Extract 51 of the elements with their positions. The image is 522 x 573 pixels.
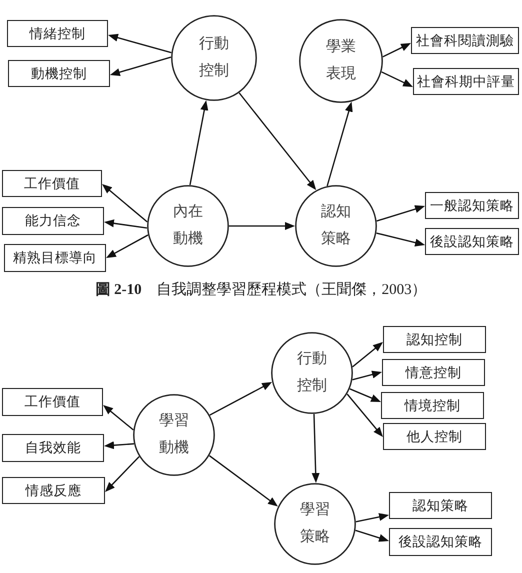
arrow [210,382,272,416]
text-box: 精熟目標導向 [4,244,106,272]
concept-circle: 認知策略 [295,185,377,267]
text-box: 情境控制 [381,392,484,419]
text-box: 認知策略 [389,492,492,519]
arrow [104,441,134,450]
arrow [382,43,411,58]
arrow [189,100,208,186]
figure-caption: 圖 2-10 自我調整學習歷程模式（王聞傑，2003） [94,280,428,299]
arrow [326,102,353,186]
text-box: 動機控制 [8,60,110,87]
concept-circle: 學習動機 [133,394,215,476]
text-box: 工作價值 [2,170,102,197]
arrow [312,414,320,483]
text-box: 後設認知策略 [389,528,492,556]
arrow [376,205,425,222]
arrow [110,56,172,76]
arrow [229,222,295,230]
text-box: 情意控制 [382,359,485,386]
text-box: 社會科期中評量 [413,68,519,95]
arrow [352,342,383,368]
concept-circle: 內在動機 [147,185,229,267]
text-box: 社會科閱讀測驗 [411,27,519,54]
text-box: 工作價值 [2,388,103,416]
arrow [381,71,413,87]
arrow [352,370,382,380]
concept-circle: 行動控制 [171,15,257,101]
arrow [209,455,278,506]
text-box: 自我效能 [2,434,104,462]
concept-circle: 學業表現 [299,19,383,103]
arrow [355,530,389,542]
concept-circle: 行動控制 [271,332,353,414]
arrow [346,394,383,438]
text-box: 他人控制 [383,423,486,450]
concept-circle: 學習策略 [274,483,356,565]
text-box: 一般認知策略 [425,192,519,219]
arrow [108,34,172,54]
text-box: 後設認知策略 [425,228,519,255]
arrow [376,232,426,247]
arrow [103,404,134,430]
text-box: 情感反應 [2,477,105,504]
text-box: 情緒控制 [7,20,108,47]
arrow [238,92,316,190]
arrow [356,513,390,522]
arrow [104,219,148,229]
text-box: 能力信念 [2,207,104,235]
arrow [350,388,381,402]
arrow [105,456,140,492]
text-box: 認知控制 [383,326,486,353]
arrow [106,234,148,258]
arrow [102,184,148,222]
